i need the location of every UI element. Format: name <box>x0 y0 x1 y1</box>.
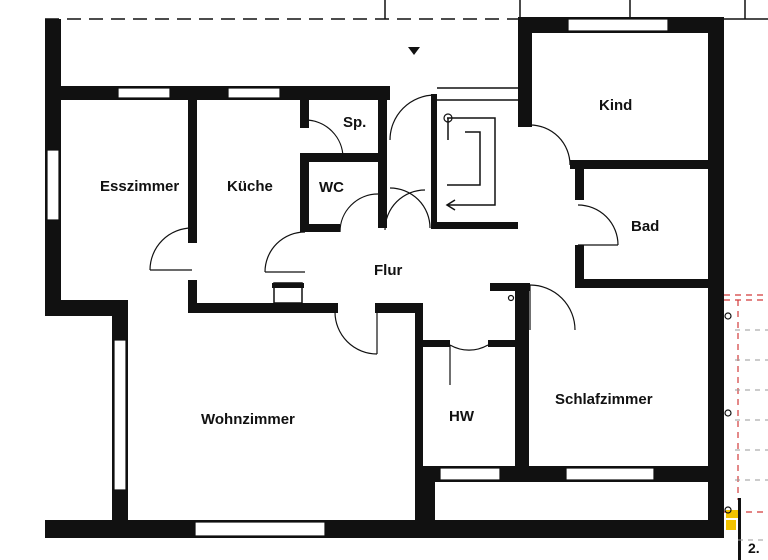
room-label-wc: WC <box>319 179 344 196</box>
right-edge-hatching <box>724 294 768 560</box>
room-label-wohnzimmer: Wohnzimmer <box>201 411 295 428</box>
room-label-sp: Sp. <box>343 114 366 131</box>
stair-detail <box>437 87 518 211</box>
windows <box>46 18 669 537</box>
room-label-schlafzimmer: Schlafzimmer <box>555 391 653 408</box>
top-dashed-outline <box>45 0 768 20</box>
room-label-hw: HW <box>449 408 475 425</box>
stair-direction-arrow-icon <box>408 47 420 55</box>
room-label-esszimmer: Esszimmer <box>100 178 179 195</box>
room-label-flur: Flur <box>374 262 402 279</box>
interior-walls <box>188 94 715 478</box>
room-label-kueche: Küche <box>227 178 273 195</box>
room-label-bad: Bad <box>631 218 659 235</box>
doors <box>149 94 619 385</box>
room-label-kind: Kind <box>599 97 632 114</box>
edge-dimension-label: 2. <box>748 540 760 556</box>
